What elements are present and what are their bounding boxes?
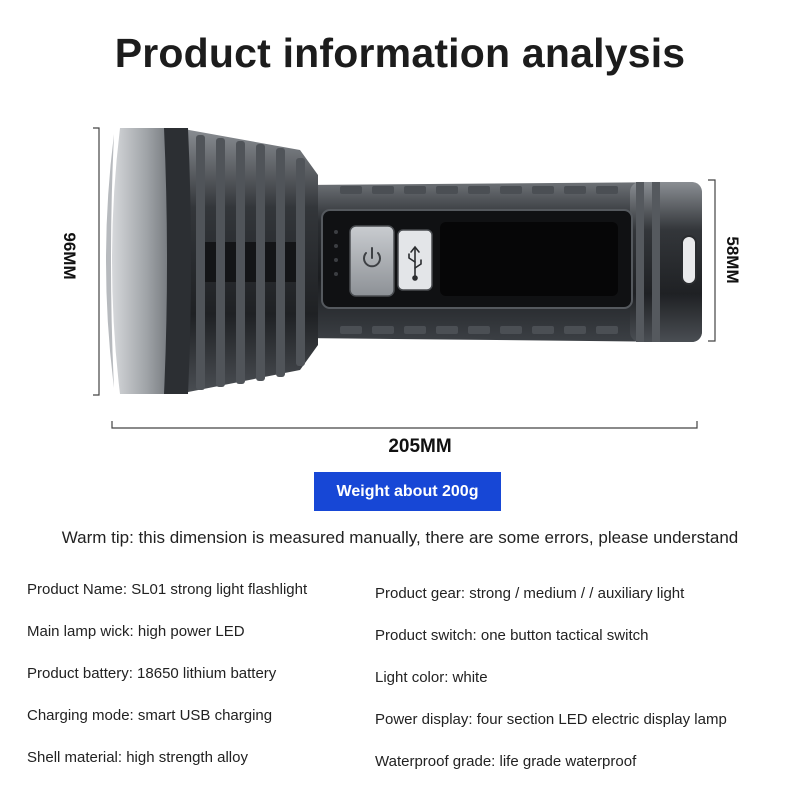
spec-list-left: Product Name: SL01 strong light flashlig…: [27, 572, 387, 778]
spec-product-switch: Product switch: one button tactical swit…: [375, 626, 649, 644]
usb-icon: [408, 245, 422, 281]
length-dimension-label: 205MM: [388, 436, 452, 457]
spec-waterproof-grade: Waterproof grade: life grade waterproof: [375, 752, 637, 770]
spec-power-display: Power display: four section LED electric…: [375, 710, 727, 728]
spec-light-color: Light color: white: [375, 668, 488, 686]
weight-badge: Weight about 200g: [314, 472, 501, 511]
dimension-lines: [93, 127, 716, 429]
spec-product-name: Product Name: SL01 strong light flashlig…: [27, 580, 308, 598]
flashlight-product-image: [93, 127, 716, 429]
spec-shell-material: Shell material: high strength alloy: [27, 748, 248, 766]
page-title: Product information analysis: [114, 30, 686, 76]
spec-charging-mode: Charging mode: smart USB charging: [27, 706, 273, 724]
spec-list-right: Product gear: strong / medium / / auxili…: [375, 572, 785, 782]
power-icon: [363, 247, 381, 268]
tail-diameter-label: 58MM: [723, 236, 742, 284]
spec-battery: Product battery: 18650 lithium battery: [27, 664, 277, 682]
power-switch-button: [349, 225, 395, 297]
spec-lamp-wick: Main lamp wick: high power LED: [27, 622, 245, 640]
warm-tip-text: Warm tip: this dimension is measured man…: [61, 528, 739, 547]
height-dimension-label: 96MM: [60, 232, 79, 280]
spec-product-gear: Product gear: strong / medium / / auxili…: [375, 584, 685, 602]
